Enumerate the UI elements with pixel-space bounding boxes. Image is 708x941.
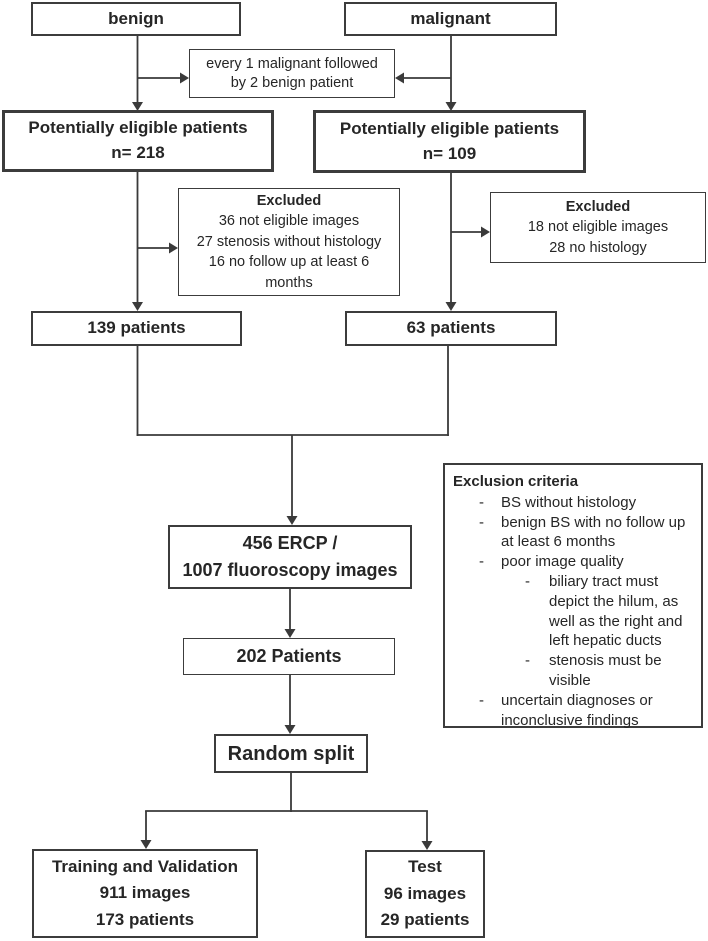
images-line-2: 1007 fluoroscopy images bbox=[182, 560, 398, 580]
arrowheads bbox=[132, 72, 490, 850]
excluded-benign-box: Excluded 36 not eligible images 27 steno… bbox=[178, 188, 400, 296]
training-validation-box: Training and Validation 911 images 173 p… bbox=[32, 849, 258, 938]
excluded-benign-item-3: 16 no follow up at least 6 months bbox=[208, 254, 370, 291]
exclusion-criteria-item: - poor image quality bbox=[453, 552, 624, 572]
exclusion-criteria-title: Exclusion criteria bbox=[453, 473, 579, 490]
dash-bullet-icon: - bbox=[525, 572, 530, 590]
benign-patients-label: 139 patients bbox=[87, 318, 186, 338]
benign-box: benign bbox=[31, 2, 241, 36]
arrowhead-down-icon bbox=[284, 629, 296, 638]
eligible-benign-count: n= 218 bbox=[111, 143, 165, 162]
test-line-3: 29 patients bbox=[380, 910, 470, 930]
training-line-3: 173 patients bbox=[95, 909, 195, 929]
malignant-patients-label: 63 patients bbox=[406, 318, 496, 338]
interleave-line-1: every 1 malignant followed bbox=[206, 55, 378, 72]
arrowhead-down-icon bbox=[132, 102, 143, 111]
excluded-malignant-item-1: 18 not eligible images bbox=[527, 219, 669, 236]
images-box: 456 ERCP / 1007 fluoroscopy images bbox=[168, 525, 412, 589]
dash-bullet-icon: - bbox=[479, 513, 484, 531]
excluded-benign-item-1: 36 not eligible images bbox=[218, 213, 360, 230]
random-split-box: Random split bbox=[214, 734, 368, 773]
images-line-1: 456 ERCP / bbox=[242, 533, 338, 553]
arrowhead-down-icon bbox=[284, 725, 296, 734]
excluded-benign-title: Excluded bbox=[256, 192, 322, 209]
arrowhead-down-icon bbox=[140, 840, 152, 849]
arrowhead-down-icon bbox=[445, 102, 457, 111]
eligible-malignant-line-1: Potentially eligible patients bbox=[339, 118, 560, 138]
connector-lines bbox=[136, 36, 481, 841]
training-line-1: Training and Validation bbox=[51, 856, 239, 876]
eligible-benign-box: Potentially eligible patients n= 218 bbox=[2, 110, 274, 172]
arrowhead-down-icon bbox=[421, 841, 433, 850]
criteria-item-4: uncertain diagnoses or inconclusive find… bbox=[501, 691, 653, 729]
arrowhead-left-icon bbox=[395, 72, 404, 84]
exclusion-criteria-subitem: - biliary tract must depict the hilum, a… bbox=[453, 572, 693, 651]
dash-bullet-icon: - bbox=[479, 493, 484, 511]
training-line-2: 911 images bbox=[99, 883, 191, 903]
arrowhead-right-icon bbox=[180, 72, 189, 84]
exclusion-criteria-box: Exclusion criteria - BS without histolog… bbox=[443, 463, 703, 731]
arrowhead-down-icon bbox=[132, 302, 143, 311]
arrowhead-down-icon bbox=[286, 516, 298, 525]
excluded-malignant-title: Excluded bbox=[565, 198, 631, 215]
test-box: Test 96 images 29 patients bbox=[365, 850, 485, 938]
malignant-label: malignant bbox=[410, 8, 491, 28]
total-patients-label: 202 Patients bbox=[236, 645, 342, 666]
exclusion-criteria-item: - uncertain diagnoses or inconclusive fi… bbox=[453, 691, 693, 731]
interleave-rule-box: every 1 malignant followed by 2 benign p… bbox=[189, 49, 395, 98]
interleave-line-2: by 2 benign patient bbox=[230, 74, 354, 91]
benign-label: benign bbox=[108, 8, 164, 28]
exclusion-criteria-item: - benign BS with no follow up at least 6… bbox=[453, 513, 693, 553]
random-split-label: Random split bbox=[227, 742, 355, 765]
exclusion-criteria-subitem: - stenosis must be visible bbox=[453, 651, 693, 691]
exclusion-criteria-item: - BS without histology bbox=[453, 493, 636, 513]
test-line-2: 96 images bbox=[383, 883, 467, 903]
arrowhead-right-icon bbox=[481, 226, 490, 238]
dash-bullet-icon: - bbox=[479, 553, 484, 571]
dash-bullet-icon: - bbox=[525, 652, 530, 670]
criteria-item-3: poor image quality bbox=[501, 553, 624, 571]
eligible-benign-line-1: Potentially eligible patients bbox=[28, 118, 248, 138]
criteria-item-2: benign BS with no follow up at least 6 m… bbox=[501, 513, 686, 551]
criteria-item-1: BS without histology bbox=[501, 493, 637, 511]
eligible-malignant-count: n= 109 bbox=[422, 143, 477, 163]
excluded-malignant-box: Excluded 18 not eligible images 28 no hi… bbox=[490, 192, 706, 263]
malignant-box: malignant bbox=[344, 2, 557, 36]
arrowhead-down-icon bbox=[445, 302, 457, 311]
excluded-malignant-item-2: 28 no histology bbox=[549, 239, 647, 256]
eligible-malignant-box: Potentially eligible patients n= 109 bbox=[313, 110, 586, 173]
test-line-1: Test bbox=[408, 857, 442, 877]
total-patients-box: 202 Patients bbox=[183, 638, 395, 675]
criteria-item-3-sub-1: biliary tract must depict the hilum, as … bbox=[549, 572, 683, 650]
criteria-item-3-sub-2: stenosis must be visible bbox=[549, 652, 662, 689]
benign-patients-box: 139 patients bbox=[31, 311, 242, 346]
malignant-patients-box: 63 patients bbox=[345, 311, 557, 346]
dash-bullet-icon: - bbox=[479, 691, 484, 709]
excluded-benign-item-2: 27 stenosis without histology bbox=[196, 233, 382, 250]
arrowhead-right-icon bbox=[169, 242, 178, 254]
